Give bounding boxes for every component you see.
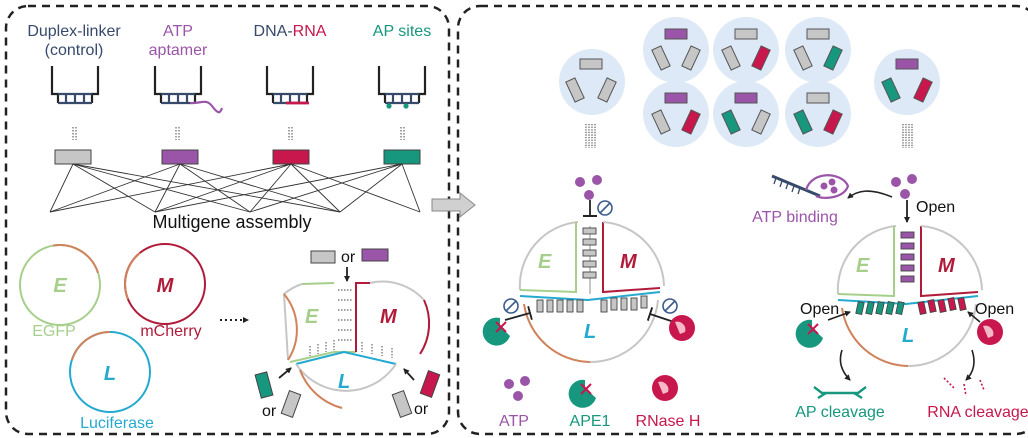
ape1-inhibition-bar [504, 305, 533, 321]
ap-sites-structure [377, 66, 427, 109]
linker-dotted-connectors [72, 127, 405, 140]
legend-rnaseh-icon [652, 375, 678, 401]
atp-linker-block [161, 149, 199, 165]
inhibited-symbol-left [503, 298, 519, 314]
atp-aptamer-structure [153, 66, 224, 114]
right-panel-border [456, 4, 1028, 436]
trimer-left-dotted-connector [585, 124, 596, 148]
open-label-right: Open [975, 301, 1014, 318]
empty-trimer-e-letter: E [305, 306, 319, 328]
right-option-gray-block [391, 390, 413, 418]
empty-trimer-m-letter: M [380, 306, 398, 328]
egfp-circle-orange-arc [52, 244, 99, 274]
trimer-bubble-7 [785, 81, 851, 147]
trimer-bubble-5 [643, 81, 709, 147]
ap-cleavage-product [813, 386, 867, 400]
right-insert-arrow [403, 368, 415, 381]
inhibited-symbol-top [597, 200, 613, 216]
open-trimer-atp-sites [900, 231, 915, 283]
open-trimer-e-letter: E [856, 255, 870, 277]
left-panel-border [4, 4, 451, 436]
right-option-crimson-block [419, 370, 441, 398]
trimer-bubble-6 [713, 81, 779, 147]
panel-transition-arrow [431, 191, 476, 219]
duplex-linker-structure [50, 66, 100, 105]
closed-trimer-e-letter: E [538, 251, 552, 273]
top-or-label: or [341, 249, 356, 266]
dna-rna-structure [265, 66, 315, 105]
empty-trimer-dotted-sites [309, 289, 393, 358]
trimer-bubble-1 [559, 49, 625, 115]
ap-cleavage-arrow [839, 349, 851, 381]
mcherry-letter: M [157, 275, 175, 297]
trimer-right-dotted-connector [902, 124, 913, 148]
legend-ape1-label: APE1 [570, 413, 611, 430]
atp-molecules-open [891, 174, 917, 199]
legend-ape1-icon [568, 379, 596, 408]
ape1-enzyme-open [795, 319, 823, 348]
ape1-open-arrow [827, 310, 851, 321]
rnaseh-inhibition-bar [646, 307, 675, 323]
trimer-bubble-2 [643, 17, 709, 83]
legend-atp-label: ATP [499, 413, 529, 430]
rna-cleavage-label: RNA cleavage [927, 404, 1028, 421]
atp-molecules-closed [575, 175, 602, 200]
left-or-label: or [262, 403, 277, 420]
closed-trimer-sites [536, 227, 648, 313]
trimer-bubble-3 [713, 17, 779, 83]
rnaseh-enzyme-right [669, 315, 695, 341]
open-trimer-l-letter: L [902, 325, 914, 347]
empty-trimer-l-letter: L [338, 371, 350, 393]
open-label-top: Open [916, 199, 955, 216]
trimer-bubble-8 [874, 49, 940, 115]
rnaseh-enzyme-open [977, 319, 1003, 345]
open-label-left: Open [800, 301, 839, 318]
inhibited-symbol-right [662, 298, 678, 314]
closed-trimer-l-letter: L [584, 321, 596, 343]
atp-binding-arrow [847, 190, 893, 199]
luciferase-letter: L [104, 363, 116, 385]
legend-rnaseh-label: RNase H [636, 413, 701, 430]
left-insert-arrow [278, 367, 292, 379]
atp-binding-label: ATP binding [752, 209, 838, 226]
control-linker-block [54, 149, 92, 165]
rna-linker-block [272, 149, 310, 165]
mcherry-name: mCherry [140, 323, 201, 340]
luciferase-name: Luciferase [80, 415, 154, 432]
duplex-linker-label: Duplex-linker [27, 23, 121, 40]
luciferase-circle-orange-arc [71, 331, 111, 361]
closed-trimer-m-letter: M [620, 251, 638, 273]
legend-atp-icon [504, 376, 530, 401]
empty-trimer [282, 280, 431, 409]
open-trimer-m-letter: M [938, 255, 956, 277]
atp-bound-aptamer [771, 174, 850, 199]
top-option-gray-block [310, 250, 336, 264]
rna-cleavage-fragments [943, 377, 985, 397]
open-trimer-ap-sites [855, 300, 905, 316]
open-trimer-rna-sites [917, 296, 967, 316]
closed-trimer [518, 221, 665, 364]
atp-aptamer-label-1: ATP [163, 23, 193, 40]
trimer-bubble-4 [785, 17, 851, 83]
egfp-name: EGFP [32, 323, 76, 340]
left-option-gray-block [280, 390, 302, 418]
atp-aptamer-label-2: aptamer [149, 42, 208, 59]
rna-cleavage-arrow [965, 349, 975, 381]
duplex-control-label: (control) [45, 42, 104, 59]
mcherry-circle-orange-arc [124, 252, 141, 300]
left-option-teal-block [254, 371, 274, 399]
top-option-purple-block [361, 248, 389, 262]
ap-cleavage-label: AP cleavage [795, 404, 885, 421]
ape1-enzyme-left [482, 317, 510, 346]
multigene-assembly-label: Multigene assembly [152, 212, 311, 232]
egfp-letter: E [53, 275, 67, 297]
rnaseh-open-arrow [967, 311, 981, 323]
ap-sites-label: AP sites [373, 23, 431, 40]
assembly-network-lines [49, 163, 421, 213]
ap-linker-block [383, 149, 421, 165]
dna-rna-label: DNA-RNA [254, 23, 327, 40]
right-or-label: or [414, 401, 429, 418]
